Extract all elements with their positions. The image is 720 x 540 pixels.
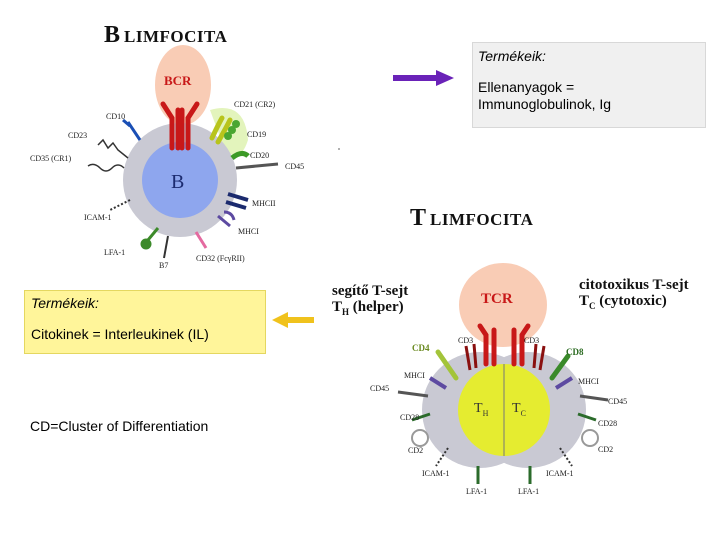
t-cd45-receptor-icon [397, 390, 429, 398]
b-products-heading: Termékeik: [478, 48, 546, 64]
cd10-label: CD10 [106, 112, 126, 121]
cyto-line1: citotoxikus T-sejt [579, 277, 689, 293]
cd2-right-label: CD2 [598, 445, 614, 454]
helper-t: T [332, 298, 343, 315]
tc-t: T [512, 401, 521, 416]
cd23-receptor-icon [97, 138, 129, 159]
cd4-receptor-icon [435, 349, 459, 381]
cd3-receptor-icon [464, 343, 546, 371]
cd2-left-label: CD2 [408, 446, 424, 455]
mhci-right-label: MHCI [578, 377, 599, 386]
helper-line1: segítő T-sejt [332, 283, 409, 299]
b-cell-title-initial: B [104, 22, 121, 48]
tc-sub: C [520, 408, 526, 418]
t-cd45-right-receptor-icon [579, 394, 609, 402]
t-cell-title: T LIMFOCITA [410, 205, 533, 232]
cd21-receptor-icon [209, 115, 233, 145]
icam1-right-label: ICAM-1 [546, 469, 574, 478]
t-cell-title-initial: T [410, 205, 427, 231]
helper-sub: H [342, 306, 350, 317]
arrow-to-t-products-icon [272, 312, 314, 328]
tcr-label: TCR [481, 291, 513, 307]
th-sub: H [482, 408, 489, 418]
bcr-receptor-icon [160, 101, 200, 151]
decorative-dot [338, 148, 340, 150]
cd28-right-label: CD28 [598, 419, 618, 428]
th-t: T [474, 401, 483, 416]
helper-line2: TH (helper) [332, 298, 408, 317]
t-lfa1-receptor-icon [476, 466, 532, 484]
cd19-label: CD19 [247, 130, 267, 139]
cd3-right-label: CD3 [524, 336, 540, 345]
cd28-receptor-icon [411, 412, 597, 422]
mhci-receptor-icon [217, 210, 236, 228]
cd23-label: CD23 [68, 131, 88, 140]
lfa1-label: LFA-1 [104, 248, 126, 257]
helper-caption: segítő T-sejt TH (helper) [332, 283, 409, 317]
t-products-box: Termékeik: Citokinek = Interleukinek (IL… [24, 290, 266, 354]
b-cell-body [142, 142, 218, 218]
icam1-receptor-icon [109, 199, 131, 211]
cd4-label: CD4 [412, 343, 430, 353]
helper-suffix: (helper) [349, 298, 404, 315]
tcr-receptor-icon [477, 323, 531, 367]
cd8-label: CD8 [566, 347, 584, 357]
cd45-left-label: CD45 [370, 384, 390, 393]
t-products-line1: Citokinek = Interleukinek (IL) [31, 326, 209, 342]
cd19-receptor-icon [224, 120, 240, 140]
b-cell-title-rest: LIMFOCITA [124, 27, 228, 46]
cd3-left-label: CD3 [458, 336, 474, 345]
cd45-receptor-icon [235, 162, 279, 170]
cyto-t: T [579, 292, 590, 309]
b7-label: B7 [159, 261, 169, 270]
mhci-label: MHCI [238, 227, 259, 236]
cyto-suffix: (cytotoxic) [595, 292, 667, 309]
b7-receptor-icon [163, 235, 169, 259]
th-label: TH [474, 402, 488, 418]
b-cell-label: B [171, 171, 185, 193]
b-products-line1: Ellenanyagok = [478, 79, 575, 95]
lfa1-right-label: LFA-1 [518, 487, 540, 496]
cd20-label: CD20 [250, 151, 270, 160]
icam1-label: ICAM-1 [84, 213, 112, 222]
icam1-left-label: ICAM-1 [422, 469, 450, 478]
tc-label: TC [512, 402, 526, 418]
cd2-receptor-icon [411, 429, 599, 447]
t-products-heading: Termékeik: [31, 295, 99, 311]
mhcii-label: MHCII [252, 199, 276, 208]
mhci-left-label: MHCI [404, 371, 425, 380]
bcr-label: BCR [164, 73, 192, 88]
cd32-receptor-icon [194, 231, 208, 249]
cd21-label: CD21 (CR2) [234, 100, 276, 109]
t-mhci-receptor-icon [428, 376, 574, 390]
cd-footnote: CD=Cluster of Differentiation [30, 418, 209, 434]
cd8-receptor-icon [549, 353, 571, 381]
cd35-receptor-icon [87, 163, 125, 172]
b-products-box: Termékeik: Ellenanyagok = Immunoglobulin… [472, 42, 706, 128]
t-cell-title-rest: LIMFOCITA [430, 210, 534, 229]
arrow-to-b-products-icon [393, 70, 454, 86]
mhcii-receptor-icon [225, 192, 249, 210]
b-cell-title: B LIMFOCITA [104, 22, 227, 49]
cyto-caption: citotoxikus T-sejt TC (cytotoxic) [579, 277, 689, 311]
cd20-receptor-icon [230, 150, 250, 161]
lfa1-receptor-icon [140, 227, 160, 250]
cd45-right-label: CD45 [608, 397, 628, 406]
cyto-line2: TC (cytotoxic) [579, 292, 689, 311]
b-products-line2: Immunoglobulinok, Ig [478, 96, 612, 112]
cd45-label: CD45 [285, 162, 305, 171]
cyto-sub: C [589, 300, 596, 311]
cd28-left-label: CD28 [400, 413, 420, 422]
cd35-label: CD35 (CR1) [30, 154, 72, 163]
cd10-receptor-icon [122, 118, 142, 141]
cd32-label: CD32 (FcγRII) [196, 254, 245, 263]
lfa1-left-label: LFA-1 [466, 487, 488, 496]
